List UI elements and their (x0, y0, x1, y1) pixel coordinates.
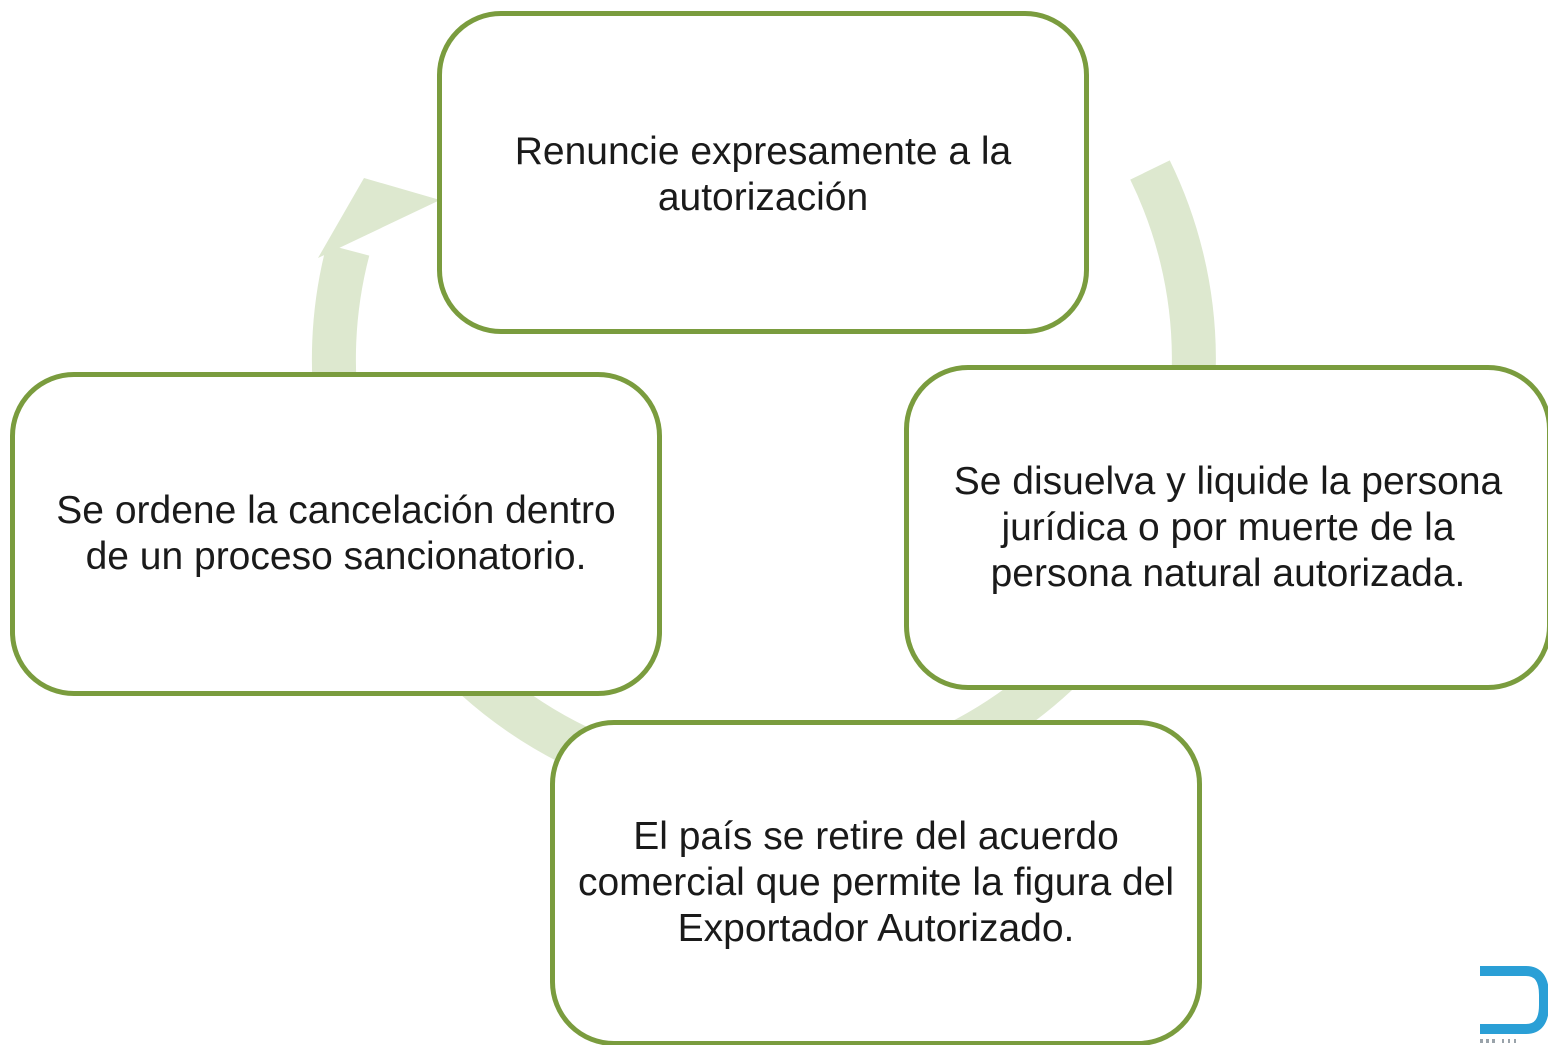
cycle-arrow-head (318, 178, 440, 258)
cycle-node-right: Se disuelva y liquide la persona jurídic… (904, 365, 1548, 690)
d-logo-icon (1480, 966, 1548, 1043)
cycle-node-left: Se ordene la cancelación dentro de un pr… (10, 372, 662, 696)
cycle-node-left-text: Se ordene la cancelación dentro de un pr… (56, 489, 616, 578)
cycle-node-right-text: Se disuelva y liquide la persona jurídic… (953, 459, 1503, 595)
cycle-node-bottom: El país se retire del acuerdo comercial … (550, 720, 1202, 1045)
cycle-node-top-text: Renuncie expresamente a la autorización (514, 130, 1012, 219)
cycle-node-top: Renuncie expresamente a la autorización (437, 11, 1089, 334)
cycle-node-bottom-text: El país se retire del acuerdo comercial … (577, 815, 1175, 950)
